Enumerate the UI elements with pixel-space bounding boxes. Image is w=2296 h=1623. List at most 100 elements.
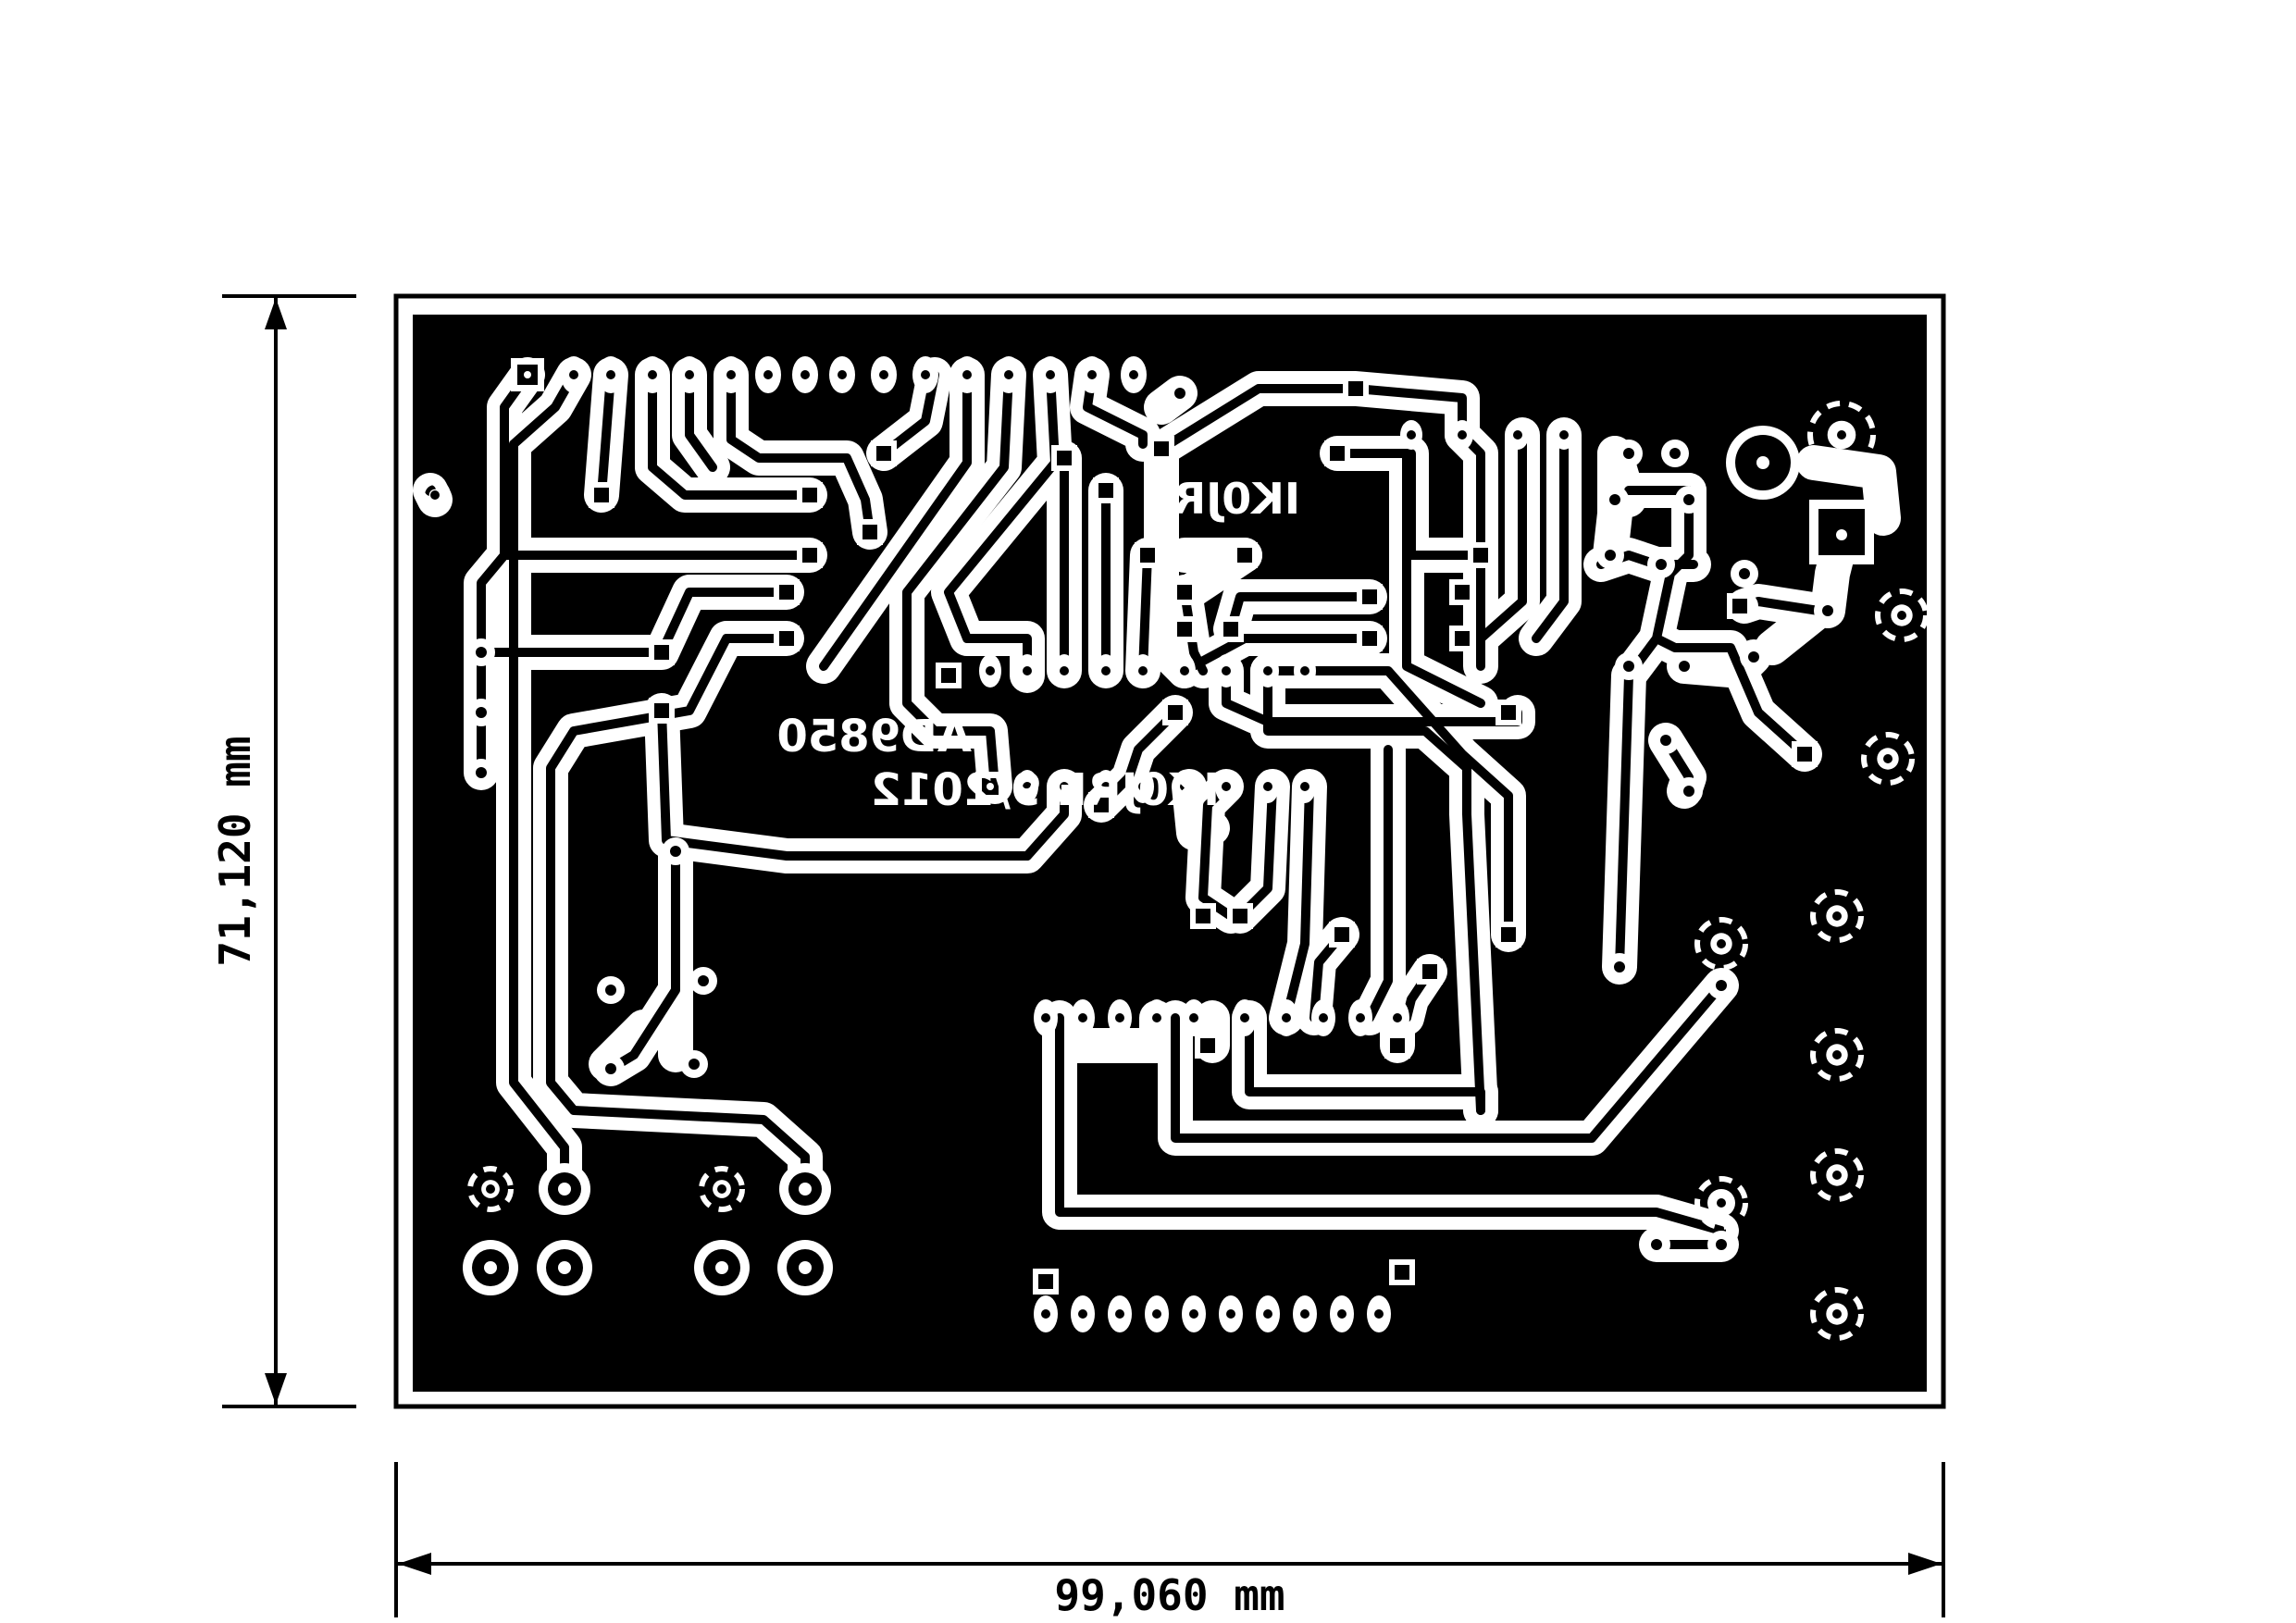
bottom-header-pin-6-drill [1263, 1309, 1272, 1319]
smd-pad-mid-6-inner [1362, 631, 1377, 646]
ic2-top-pin-6-drill [1282, 1013, 1291, 1022]
gnd-pad-right-4 [1810, 1148, 1864, 1202]
ic1-bottom-pin-1-drill [987, 783, 994, 790]
ic2-top-pin-5-drill [1240, 1013, 1249, 1022]
ic1-top-pin-2-drill [1060, 666, 1069, 675]
ic1-top-pin-0-drill [986, 666, 995, 675]
via-right-13-drill [1660, 735, 1671, 746]
bottom-header-sq-inner [1038, 1274, 1053, 1289]
ic1-bottom-pin-2-drill [1101, 782, 1111, 791]
gnd-pad-right-6 [1694, 917, 1748, 971]
smd-pad-mid-22-inner [1233, 909, 1247, 923]
jack-pad-1-drill [558, 1183, 571, 1196]
gnd-pad-right-0 [1875, 588, 1929, 642]
header-pin-5-drill [685, 370, 694, 379]
smd-pad-mid-15-inner [1501, 927, 1516, 942]
via-mid-left-2-drill [698, 975, 709, 986]
gnd-pad-right-3-drill [1832, 1050, 1842, 1059]
smd-pad-mid-14-inner [1501, 705, 1516, 720]
width-dimension [394, 1462, 1945, 1617]
via-right-0-drill [1623, 448, 1634, 459]
jack-pad-5-drill [715, 1261, 728, 1274]
pin-row-r2-drill [1559, 430, 1569, 440]
gnd-pad-right-6-drill [1717, 939, 1726, 948]
ic2-top-pin-2-drill [1115, 1013, 1124, 1022]
jack-pad-6-drill [799, 1261, 812, 1274]
via-right-3-drill [1683, 494, 1694, 505]
via-right-2-drill [1609, 494, 1620, 505]
smd-pad-left-7-inner [863, 525, 877, 539]
bottom-header-pin-2-drill [1115, 1309, 1124, 1319]
header-pin-4-drill [648, 370, 657, 379]
smd-pad-mid-18-inner [1154, 441, 1169, 456]
via-right-10-drill [1679, 661, 1690, 672]
silkscreen-chip-name: AD9850 [776, 711, 972, 762]
smd-pad-left-5-inner [654, 645, 669, 660]
bottom-header-pin-7-drill [1300, 1309, 1309, 1319]
header-pin-6-drill [726, 370, 736, 379]
smd-pad-mid-7-inner [1330, 446, 1345, 461]
gnd-pad-right-2-drill [1832, 911, 1842, 921]
via-mid-left-3-drill [605, 1063, 616, 1074]
smd-pad-mid-3-inner [1177, 622, 1192, 637]
header-pin-7-drill [763, 370, 773, 379]
via-mid-left-4-drill [689, 1059, 700, 1070]
ic2-top-pin-4-drill [1189, 1013, 1198, 1022]
ic1-bottom-pin-0-drill [1023, 782, 1032, 791]
smd-pad-mid-0-inner [1140, 548, 1155, 563]
smd-right-a-inner [1732, 599, 1747, 613]
width-arrowhead-right [1908, 1553, 1942, 1575]
height-arrowhead-top [265, 298, 287, 329]
silkscreen-chip-group: AD9850 [776, 711, 972, 762]
via-right-6-drill [1739, 568, 1750, 579]
smd-pad-mid-11-inner [1473, 548, 1488, 563]
ic1-top-pin-6-drill [1222, 666, 1231, 675]
ic2-top-pin-0-drill [1041, 1013, 1050, 1022]
header-pin-12-drill [962, 370, 972, 379]
via-left-1-drill [476, 647, 487, 658]
smd-pad-left-1-inner [802, 488, 817, 502]
header-pin-9-drill [838, 370, 847, 379]
ic1-bottom-pin-6-drill [1263, 782, 1272, 791]
via-top-right-drill [1174, 388, 1185, 399]
header-pin-10-drill [879, 370, 888, 379]
ic1-bottom-pin-3-drill [1138, 782, 1148, 791]
gnd-pad-right-5 [1810, 1287, 1864, 1341]
ic1-top-pin-3-drill [1101, 666, 1111, 675]
via-mid-left-0-drill [670, 846, 681, 857]
ic1-top-pin-4-drill [1138, 666, 1148, 675]
via-right-1-drill [1669, 448, 1681, 459]
silkscreen-callsign: IK0JRE [1144, 474, 1300, 524]
smd-pad-left-6-inner [654, 703, 669, 718]
silkscreen-signature: IK0JRE 9/2012 [871, 764, 1220, 816]
ic1-bottom-pin-5-drill [1222, 782, 1231, 791]
jack-gnd-2-drill [717, 1184, 726, 1194]
smd-pad-mid-17-inner [1098, 483, 1113, 498]
via-left-3-drill [476, 767, 487, 778]
gnd-pad-right-4-drill [1832, 1171, 1842, 1180]
ic1-pin-sq-inner [941, 668, 956, 683]
jack-gnd-1-drill [486, 1184, 495, 1194]
silkscreen-signature-group: IK0JRE 9/2012 [871, 764, 1220, 816]
width-dimension-label: 99,060 mm [1054, 1570, 1285, 1620]
via-right-18-drill [1716, 1239, 1727, 1250]
ic2-top-pin-8-drill [1356, 1013, 1365, 1022]
ic1-bottom-pin-7-drill [1300, 782, 1309, 791]
via-right-7-drill [1822, 605, 1833, 616]
ic1-bottom-pin-1-drill [1060, 782, 1069, 791]
ic2-top-pin-9-drill [1393, 1013, 1402, 1022]
gnd-pad-right-3 [1810, 1028, 1864, 1082]
smd-right-b-inner [1797, 747, 1812, 762]
via-right-17-drill [1651, 1239, 1662, 1250]
trimmer-gnd [1807, 401, 1876, 469]
ic2-top-pin-1-drill [1078, 1013, 1087, 1022]
gnd-pad-right-5-drill [1832, 1309, 1842, 1319]
via-right-5-drill [1656, 559, 1667, 570]
smd-pad-mid-8-inner [1348, 381, 1363, 396]
gnd-pad-left-drill [430, 490, 440, 500]
height-dimension-label: 71,120 mm [210, 736, 260, 966]
header-pin-2-drill [569, 370, 578, 379]
ic1-bottom-pin-4-drill [1180, 782, 1189, 791]
via-right-9-drill [1623, 661, 1634, 672]
